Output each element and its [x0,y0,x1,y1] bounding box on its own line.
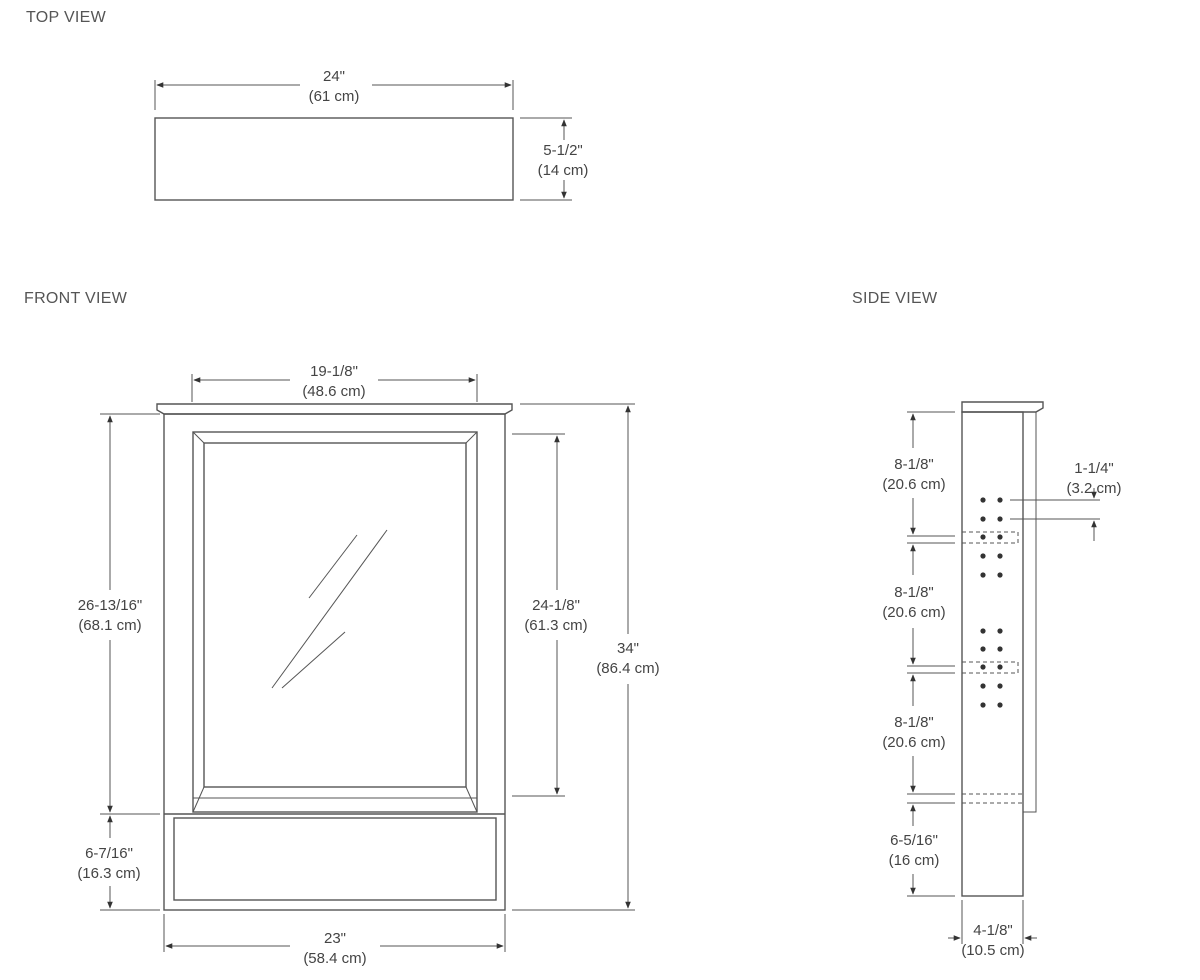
mirror-glare [308,534,358,599]
front-base-opening [173,817,497,901]
side-crown [961,401,1044,413]
top-view-heading: TOP VIEW [26,9,107,26]
top-view: 24" (61 cm) 5-1/2" (14 cm) [154,68,589,201]
front-view-heading: FRONT VIEW [24,290,128,307]
side-base-cm: (16 cm) [889,852,940,869]
top-depth-inches: 5-1/2" [543,142,583,159]
side-view: 8-1/8" (20.6 cm) 8-1/8" (20.6 cm) 8-1/8"… [882,401,1122,959]
side-hole-spacing-inches: 1-1/4" [1074,460,1114,477]
front-width-inches: 23" [324,930,346,947]
side-shelf-2-cm: (20.6 cm) [882,604,945,621]
front-mirror [203,442,467,788]
front-cabinet-body [163,413,506,911]
top-depth-cm: (14 cm) [538,162,589,179]
side-shelf-2 [961,661,1019,674]
front-mirror-height-cm: (61.3 cm) [524,617,587,634]
side-view-heading: SIDE VIEW [852,290,938,307]
top-view-outline [154,117,514,201]
side-hole-spacing-cm: (3.2 cm) [1066,480,1121,497]
front-upper-height-cm: (68.1 cm) [78,617,141,634]
front-mirror-width-inches: 19-1/8" [310,363,358,380]
front-base-height-inches: 6-7/16" [85,845,133,862]
front-crown [156,403,513,415]
side-shelf-1-cm: (20.6 cm) [882,476,945,493]
front-mirror-height-inches: 24-1/8" [532,597,580,614]
side-shelf-1 [961,531,1019,544]
top-width-inches: 24" [323,68,345,85]
front-door-frame [192,431,478,813]
side-depth-inches: 4-1/8" [973,922,1013,939]
front-view: 19-1/8" (48.6 cm) 26-13/16" (68.1 cm) 6-… [77,363,659,967]
front-total-height-inches: 34" [617,640,639,657]
side-shelf-2-inches: 8-1/8" [894,584,934,601]
front-total-height-cm: (86.4 cm) [596,660,659,677]
side-depth-cm: (10.5 cm) [961,942,1024,959]
front-base-height-cm: (16.3 cm) [77,865,140,882]
shelf-pin-holes [980,497,1003,708]
side-door-edge [1022,411,1037,813]
front-upper-height-inches: 26-13/16" [78,597,143,614]
side-base-inches: 6-5/16" [890,832,938,849]
front-mirror-width-cm: (48.6 cm) [302,383,365,400]
side-shelf-3-inches: 8-1/8" [894,714,934,731]
side-cabinet-body [961,411,1024,897]
front-width-cm: (58.4 cm) [303,950,366,967]
side-shelf-1-inches: 8-1/8" [894,456,934,473]
side-shelf-3-cm: (20.6 cm) [882,734,945,751]
top-width-cm: (61 cm) [309,88,360,105]
